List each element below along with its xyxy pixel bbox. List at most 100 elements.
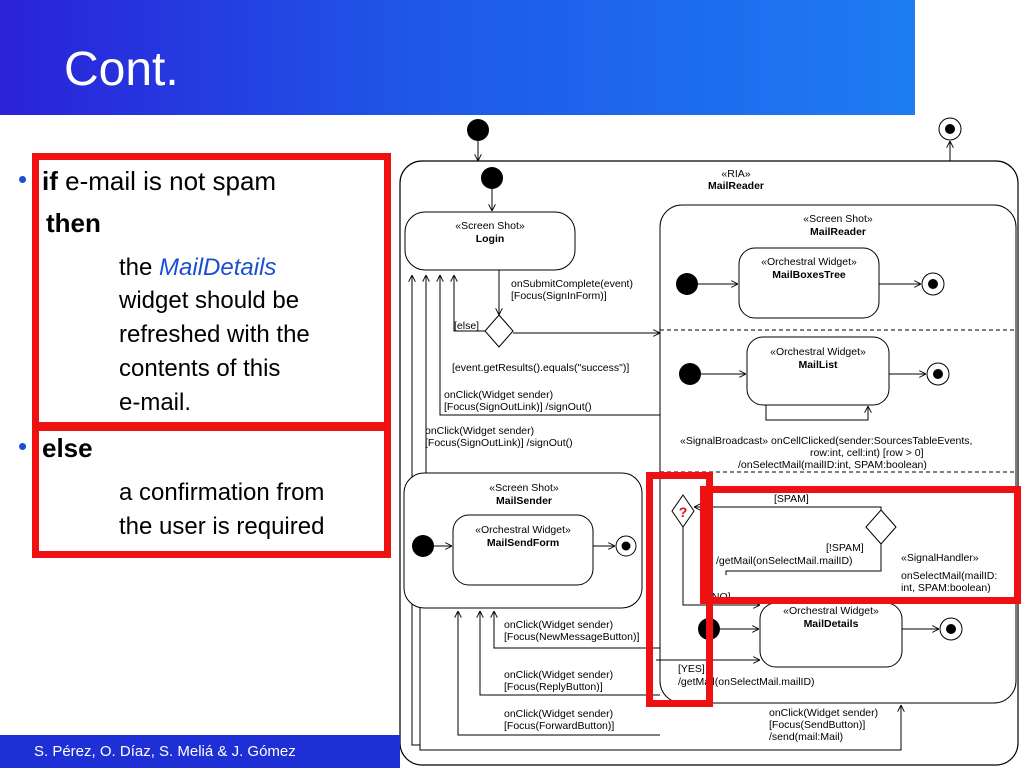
highlight-spam-handler (700, 486, 1021, 604)
highlight-if-then (32, 153, 391, 429)
list-self-transition (765, 405, 868, 421)
title-bar (0, 0, 915, 115)
no-arrow (682, 527, 760, 605)
then-line-2: widget should be (119, 287, 300, 314)
details-stereotype: «Orchestral Widget» (783, 605, 879, 617)
broadcast-line-2: row:int, cell:int) [row > 0] (810, 447, 924, 459)
signout-a-guard: [Focus(SignOutLink)] /signOut() (444, 401, 592, 413)
else-guard: [else] (454, 320, 479, 332)
then-line-4: contents of this (119, 355, 281, 382)
then-keyword: then (46, 207, 101, 240)
signout-a-event: onClick(Widget sender) (444, 389, 553, 401)
reply-arrow (480, 611, 660, 696)
then-keyword-text: then (46, 208, 101, 238)
outer-left-arrow (412, 275, 420, 746)
boxes-final-node (921, 272, 945, 296)
sendform-stereotype: «Orchestral Widget» (475, 524, 571, 536)
signout-b-guard: [Focus(SignOutLink)] /signOut() (425, 437, 573, 449)
list-final-core (933, 369, 943, 379)
broadcast-line-1: «SignalBroadcast» onCellClicked(sender:S… (680, 435, 972, 447)
signal-handler-label: «SignalHandler» (901, 552, 979, 564)
mailboxestree-state (738, 247, 880, 319)
if-condition: e-mail is not spam (57, 166, 277, 196)
newmessage-event: onClick(Widget sender) (504, 619, 613, 631)
outer-final-node (938, 117, 962, 141)
list-final-node (926, 362, 950, 386)
send-event: onClick(Widget sender) (769, 707, 878, 719)
reader-name: MailReader (810, 226, 866, 238)
sendform-final-core (621, 541, 631, 551)
notspam-line (725, 544, 882, 575)
maillist-state (746, 336, 890, 406)
getmail-action-1: /getMail(onSelectMail.mailID) (716, 555, 853, 567)
slide-title: Cont. (64, 43, 179, 96)
signout-b-event: onClick(Widget sender) (425, 425, 534, 437)
then-line-5: e-mail. (119, 389, 192, 416)
reader-stereotype: «Screen Shot» (803, 213, 873, 225)
footer-bar: S. Pérez, O. Díaz, S. Meliá & J. Gómez (0, 735, 400, 768)
ria-mailreader-state (399, 160, 1019, 766)
highlight-else (32, 424, 391, 558)
login-decision-node (484, 314, 514, 348)
send-arrow (419, 608, 901, 751)
then-line-1: the MailDetails (119, 251, 276, 285)
outer-final-core (945, 124, 955, 134)
highlight-question-region (646, 472, 713, 707)
inner-initial-node (481, 167, 503, 189)
details-final-node (939, 617, 963, 641)
signal-handler-event: onSelectMail(mailID: (901, 570, 997, 582)
sendform-final-node (615, 535, 637, 557)
submit-event: onSubmitComplete(event) (511, 278, 633, 290)
then-line-1-pre: the (119, 254, 160, 281)
ria-stereotype: «RIA» (721, 168, 750, 180)
boxes-stereotype: «Orchestral Widget» (761, 256, 857, 268)
else-line-1: a confirmation from (119, 479, 325, 506)
sender-stereotype: «Screen Shot» (489, 482, 559, 494)
boxes-initial-node (676, 273, 698, 295)
footer-authors: S. Pérez, O. Díaz, S. Meliá & J. Gómez (34, 743, 296, 760)
send-action: /send(mail:Mail) (769, 731, 843, 743)
forward-event: onClick(Widget sender) (504, 708, 613, 720)
reply-guard: [Focus(ReplyButton)] (504, 681, 603, 693)
broadcast-line-3: /onSelectMail(mailID:int, SPAM:boolean) (738, 459, 927, 471)
signout-arrow-a (440, 275, 660, 416)
send-guard: [Focus(SendButton)] (769, 719, 865, 731)
sender-initial-node (412, 535, 434, 557)
state-diagram: «RIA» MailReader «Screen Shot» Login onS… (396, 115, 1024, 768)
reply-event: onClick(Widget sender) (504, 669, 613, 681)
forward-arrow (458, 611, 660, 736)
else-line-2: the user is required (119, 513, 325, 540)
signal-handler-params: int, SPAM:boolean) (901, 582, 991, 594)
bullet-dot-else: • (18, 431, 28, 461)
list-name: MailList (798, 359, 838, 371)
else-back-arrow (454, 275, 485, 332)
spam-guard: [SPAM] (774, 493, 809, 505)
login-name: Login (476, 233, 505, 245)
list-stereotype: «Orchestral Widget» (770, 346, 866, 358)
if-keyword: if (42, 166, 58, 196)
notspam-guard: [!SPAM] (826, 542, 864, 554)
boxes-final-core (928, 279, 938, 289)
else-keyword-text: else (42, 433, 93, 463)
success-guard: [event.getResults().equals("success")] (452, 362, 629, 374)
boxes-name: MailBoxesTree (772, 269, 846, 281)
then-line-3: refreshed with the (119, 321, 310, 348)
if-line: if e-mail is not spam (42, 165, 276, 198)
details-name: MailDetails (804, 618, 859, 630)
forward-guard: [Focus(ForwardButton)] (504, 720, 614, 732)
bullet-dot-if: • (18, 164, 28, 194)
else-keyword: else (42, 432, 93, 465)
details-final-core (946, 624, 956, 634)
login-stereotype: «Screen Shot» (455, 220, 525, 232)
sender-name: MailSender (496, 495, 552, 507)
list-initial-node (679, 363, 701, 385)
ria-name: MailReader (708, 180, 764, 192)
submit-guard: [Focus(SignInForm)] (511, 290, 607, 302)
newmessage-guard: [Focus(NewMessageButton)] (504, 631, 639, 643)
newmessage-arrow (494, 611, 660, 649)
yes-guard: [YES] (678, 663, 705, 675)
mailsendform-state (452, 514, 594, 586)
sendform-name: MailSendForm (487, 537, 559, 549)
maildetails-term: MailDetails (159, 254, 277, 281)
login-state (404, 211, 576, 271)
